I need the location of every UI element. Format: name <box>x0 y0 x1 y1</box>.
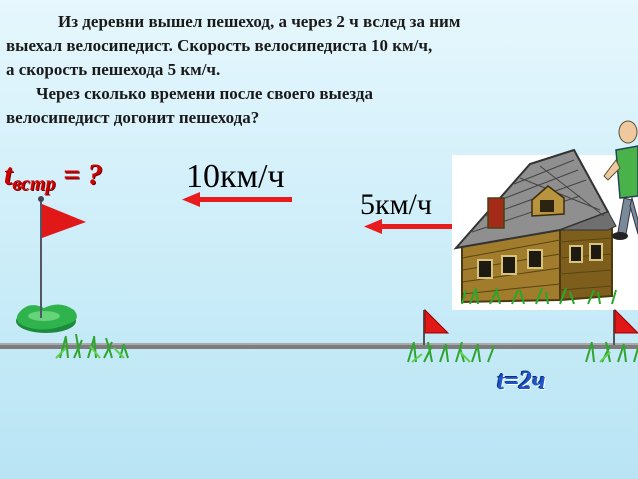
village-flag-left-icon <box>423 308 450 345</box>
problem-line-3: а скорость пешехода 5 км/ч. <box>6 60 221 79</box>
bike-arrow-icon <box>182 192 292 207</box>
given-time-label: t=2ч <box>497 366 546 395</box>
walk-speed-label: 5км/ч <box>360 188 432 221</box>
grass-tuft-left <box>55 333 129 359</box>
grass-tuft-village <box>407 341 638 363</box>
problem-line-2: выехал велосипедист. Скорость велосипеди… <box>6 36 433 55</box>
meeting-flag-icon <box>16 196 86 333</box>
pedestrian-icon <box>603 120 638 240</box>
meeting-time-question: = ? <box>55 158 103 191</box>
problem-line-5: велосипедист догонит пешехода? <box>6 108 260 127</box>
meeting-time-subscript: встр <box>12 173 56 195</box>
meeting-time-label: tвстр = ? <box>4 158 103 196</box>
walk-arrow-icon <box>364 219 456 234</box>
village-flag-right-icon <box>613 308 638 345</box>
problem-text: Из деревни вышел пешеход, а через 2 ч вс… <box>6 10 636 130</box>
problem-line-4: Через сколько времени после своего выезд… <box>36 84 373 103</box>
meeting-time-symbol: t <box>4 158 13 191</box>
village-house-icon <box>452 148 638 310</box>
bike-speed-label: 10км/ч <box>186 158 285 195</box>
problem-line-1: Из деревни вышел пешеход, а через 2 ч вс… <box>58 12 461 31</box>
road-line <box>0 343 638 349</box>
